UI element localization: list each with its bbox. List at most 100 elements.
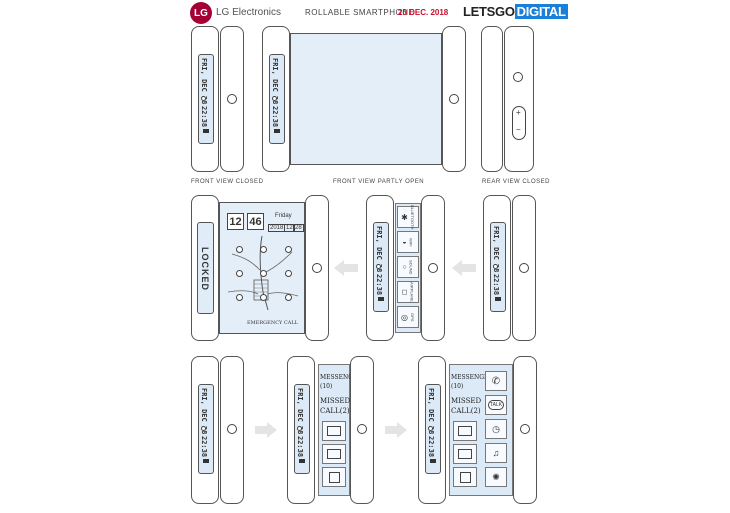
phone-rear-edge [481,26,503,172]
strip-time: 22:38 [296,436,304,458]
message-tile[interactable] [322,444,346,464]
envelope-icon [327,449,341,459]
locked-label: LOCKED [200,247,210,291]
stopwatch-icon: ◷ [492,423,500,434]
strip-date: FRI, DEC 28 [200,58,208,105]
battery-icon [495,297,501,301]
wifi-toggle[interactable]: ◒ WIFI [397,231,419,253]
missed-label[interactable]: MISSED [451,397,482,405]
battery-icon [203,129,209,133]
message-tile[interactable] [453,444,477,464]
arrow-left-icon [334,260,344,276]
label-front-partly-open: FRONT VIEW PARTLY OPEN [333,179,425,185]
strip-dot-icon [201,426,206,431]
volume-down-icon[interactable]: − [516,125,521,134]
volume-rocker[interactable] [512,106,526,140]
message-tile[interactable] [453,421,477,441]
clock-app-tile[interactable]: ◷ [485,419,507,439]
pattern-dot[interactable] [285,294,292,301]
strip-date: FRI, DEC 28 [296,388,304,435]
strip-dot-icon [428,426,433,431]
strip-dot-icon [272,96,277,101]
strip-time: 22:38 [427,436,435,458]
battery-icon [274,129,280,133]
battery-icon [430,459,436,463]
source-logo-main: LETSGO [463,4,515,19]
lock-month: 12 [284,224,295,232]
rear-camera-icon [513,72,523,82]
talk-app-tile[interactable]: TALK [485,395,507,415]
home-button-icon[interactable] [520,424,530,434]
app-tile[interactable] [453,467,477,487]
document-title: ROLLABLE SMARTPHONE [305,8,415,17]
emergency-call-link[interactable]: EMERGENCY CALL [247,320,298,326]
home-button-icon[interactable] [519,263,529,273]
home-button-icon[interactable] [428,263,438,273]
home-button-icon[interactable] [227,94,237,104]
arrow-right-icon [385,426,397,434]
gps-toggle[interactable]: ◎ GPS [397,306,419,328]
label-front-closed: FRONT VIEW CLOSED [191,179,264,185]
label-rear-closed: REAR VIEW CLOSED [482,179,551,185]
pattern-dot[interactable] [236,270,243,277]
missed-call-count: CALL(2) [320,407,350,415]
strip-dot-icon [201,96,206,101]
lock-day-num: 28 [293,224,304,232]
pattern-dot[interactable] [285,270,292,277]
arrow-left-icon [462,264,476,272]
pattern-dot[interactable] [260,294,267,301]
pattern-dot[interactable] [236,246,243,253]
pattern-dot[interactable] [260,246,267,253]
camera-app-tile[interactable]: ✺ [485,467,507,487]
display-strip [198,54,214,144]
phone-rear-body [504,26,534,172]
locked-strip [197,222,214,314]
airplane-label: AIRPLANE [409,282,415,302]
music-note-icon: ♫ [492,448,500,458]
strip-date: FRI, DEC 28 [427,388,435,435]
missed-label[interactable]: MISSED [320,397,351,405]
phone-body [512,195,536,341]
arrow-right-icon [267,422,277,438]
home-button-icon[interactable] [312,263,322,273]
bluetooth-toggle[interactable]: ✱ BLUETOOTH [397,205,419,229]
display-strip [490,222,506,312]
bluetooth-icon: ✱ [401,212,408,222]
home-button-icon[interactable] [357,424,367,434]
pattern-dot[interactable] [236,294,243,301]
strip-dot-icon [297,426,302,431]
gps-label: GPS [409,312,415,322]
volume-up-icon[interactable]: + [516,108,521,117]
display-strip [425,384,441,474]
app-tile[interactable] [322,467,346,487]
phone-icon: ✆ [491,375,501,387]
phone-app-tile[interactable]: ✆ [485,371,507,391]
home-button-icon[interactable] [449,94,459,104]
sound-label: SOUND [408,259,414,275]
display-strip [294,384,310,474]
pattern-dot[interactable] [260,270,267,277]
music-app-tile[interactable]: ♫ [485,443,507,463]
battery-icon [299,459,305,463]
airplane-toggle[interactable]: ◻ AIRPLANE [397,281,419,303]
talk-bubble-icon: TALK [487,400,505,410]
strip-date: FRI, DEC 28 [492,226,500,273]
battery-icon [203,459,209,463]
messenger-label[interactable]: MESSENGER [451,374,493,381]
strip-date: FRI, DEC 28 [271,58,279,105]
strip-date: FRI, DEC 28 [375,226,383,273]
strip-time: 22:38 [200,436,208,458]
message-tile[interactable] [322,421,346,441]
source-logo-accent: DIGITAL [514,4,568,19]
strip-time: 22:38 [271,106,279,128]
sound-toggle[interactable]: ○ SOUND [397,256,419,278]
pattern-dot[interactable] [285,246,292,253]
brand-name: LG Electronics [216,7,282,18]
home-button-icon[interactable] [227,424,237,434]
arrow-left-icon [452,260,462,276]
strip-time: 22:38 [200,106,208,128]
messenger-label[interactable]: MESSENGER [320,374,362,381]
sound-icon: ○ [402,263,407,271]
missed-call-count: CALL(2) [451,407,481,415]
